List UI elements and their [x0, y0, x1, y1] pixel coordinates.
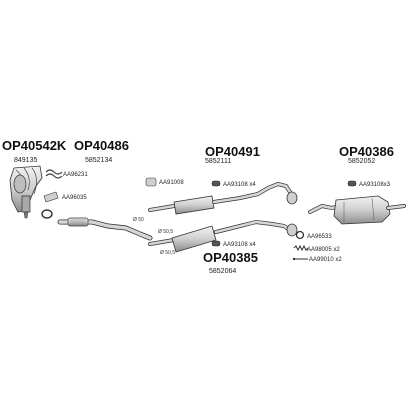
lower-centre-silencer — [148, 219, 298, 253]
oem-number-5852064: 5852064 — [209, 268, 236, 275]
accessory-label-aa93108-lower: AA93108 x4 — [223, 242, 256, 248]
gasket-ring — [41, 209, 53, 219]
accessory-label-aa96035: AA96035 — [62, 195, 87, 201]
accessory-label-aa99010: AA99010 x2 — [309, 257, 342, 263]
exhaust-manifold-catalyst — [9, 165, 43, 219]
accessory-aa96035: AA96035 — [43, 191, 87, 203]
accessory-label-aa93108-rear: AA93108x3 — [359, 182, 391, 188]
accessory-label-aa93108-upper: AA93108 x4 — [223, 182, 256, 188]
accessory-aa93108-upper: AA93108 x4 — [211, 180, 256, 188]
accessory-aa93108-lower: AA93108 x4 — [211, 240, 256, 248]
part-code-op40386: OP40386 — [339, 144, 394, 159]
diameter-label-50: Ø 50 — [133, 217, 144, 223]
accessory-aa93108-rear: AA93108x3 — [347, 180, 391, 188]
accessory-label-aa96533: AA96533 — [307, 234, 332, 240]
oem-number-5852134: 5852134 — [85, 157, 112, 164]
rear-silencer — [308, 195, 406, 225]
accessory-aa91008: AA91008 — [145, 177, 184, 187]
part-code-op40491: OP40491 — [205, 144, 260, 159]
accessory-aa99010: AA99010 x2 — [292, 257, 342, 263]
accessory-aa96231: AA96231 — [45, 169, 88, 179]
accessory-label-aa91008: AA91008 — [159, 180, 184, 186]
oem-number-5852052: 5852052 — [348, 158, 375, 165]
oem-number-849135: 849135 — [14, 157, 37, 164]
part-code-op40385: OP40385 — [203, 250, 258, 265]
diameter-label-50-5-lower: Ø 50,5 — [160, 250, 175, 256]
accessory-label-aa98005: AA98005 x2 — [307, 247, 340, 253]
centre-silencer — [148, 181, 298, 215]
accessory-aa96533: AA96533 — [295, 230, 332, 240]
accessory-label-aa96231: AA96231 — [63, 172, 88, 178]
accessory-aa98005: AA98005 x2 — [293, 244, 340, 253]
oem-number-5852111: 5852111 — [205, 158, 231, 165]
front-pipe — [57, 217, 153, 241]
part-code-op40486: OP40486 — [74, 138, 129, 153]
diameter-label-50-5-upper: Ø 50,5 — [158, 229, 173, 235]
part-code-op40542k: OP40542K — [2, 138, 67, 153]
